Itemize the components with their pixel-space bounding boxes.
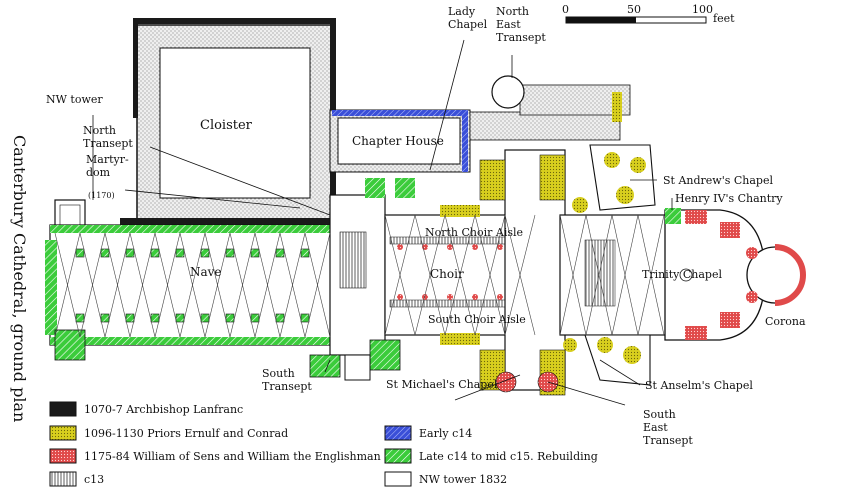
nave-pier — [175, 313, 185, 323]
leader-lines — [92, 39, 673, 406]
nave-pier — [200, 248, 210, 258]
nave-pier — [150, 248, 160, 258]
yellow-wall-north — [612, 92, 622, 122]
vault-rib — [204, 232, 231, 338]
vault-rib — [304, 232, 331, 338]
st-michaels-block — [369, 339, 401, 371]
legend-swatch-william — [49, 448, 77, 464]
vault-rib — [559, 214, 587, 336]
vault-rib — [504, 214, 536, 336]
vault-rib — [229, 232, 256, 338]
label-choir: Choir — [430, 267, 464, 281]
label-martyrdom-date: (1170) — [88, 191, 115, 200]
label-chapter-house: Chapter House — [352, 134, 444, 148]
label-south-choir-aisle: South Choir Aisle — [428, 313, 526, 326]
label-trinity-chapel: Trinity Chapel — [642, 268, 722, 281]
nave-pier — [75, 313, 85, 323]
vault-rib — [585, 214, 613, 336]
label-nave: Nave — [190, 265, 222, 279]
legend-text-late-c14: Late c14 to mid c15. Rebuilding — [419, 450, 598, 463]
scale-tick-0: 0 — [562, 3, 569, 16]
nave-pier — [125, 313, 135, 323]
corona — [746, 244, 807, 306]
vault-rib — [254, 232, 281, 338]
vault-rib — [414, 214, 446, 336]
legend-swatch-ernulf — [49, 425, 77, 441]
nave-pier — [300, 313, 310, 323]
vault-rib — [637, 214, 665, 336]
legend-text-c13: c13 — [84, 473, 104, 486]
label-nw-tower: NW tower — [46, 93, 103, 106]
vault-rib — [279, 232, 306, 338]
vault-rib — [129, 232, 156, 338]
nave-pier — [300, 248, 310, 258]
nave-pier — [125, 248, 135, 258]
nave-pier — [225, 313, 235, 323]
legend-swatch-nw-tower — [384, 471, 412, 487]
legend-text-ernulf: 1096-1130 Priors Ernulf and Conrad — [84, 427, 288, 440]
nave-pier — [200, 313, 210, 323]
vault-rib — [54, 232, 81, 338]
nave-pier — [275, 313, 285, 323]
nave-pier — [100, 313, 110, 323]
lady-chapel-apse — [491, 75, 525, 109]
scale-bar: 0 50 100 feet — [562, 3, 735, 25]
nave-pier — [275, 248, 285, 258]
vault-rib — [79, 232, 106, 338]
nave-pier — [150, 313, 160, 323]
vault-ribs — [54, 214, 665, 338]
south-transept-block — [309, 354, 341, 378]
legend-text-william: 1175-84 William of Sens and William the … — [84, 450, 381, 463]
legend-text-early-c14: Early c14 — [419, 427, 472, 440]
label-martyrdom: Martyr-dom — [86, 153, 129, 179]
north-passage — [469, 111, 621, 141]
nave-pier — [75, 248, 85, 258]
label-north-choir-aisle: North Choir Aisle — [425, 226, 523, 239]
label-st-andrews: St Andrew's Chapel — [663, 174, 773, 187]
nave-pier — [250, 313, 260, 323]
vault-rib — [104, 232, 131, 338]
vault-rib — [154, 232, 181, 338]
crossing — [309, 178, 415, 381]
legend-swatch-c13 — [49, 471, 77, 487]
vault-rib — [179, 232, 206, 338]
label-st-anselms: St Anselm's Chapel — [645, 379, 753, 392]
label-henry-iv: Henry IV's Chantry — [675, 192, 783, 205]
nave-pier — [100, 248, 110, 258]
vault-rib — [474, 214, 506, 336]
sw-tower — [54, 329, 86, 361]
vault-rib — [384, 214, 416, 336]
pulpitum — [339, 231, 367, 289]
st-anselms-chapel-shape — [584, 334, 651, 386]
nave-pier — [175, 248, 185, 258]
legend: 1070-7 Archbishop Lanfranc 1096-1130 Pri… — [49, 401, 598, 487]
legend-swatch-late-c14 — [384, 448, 412, 464]
plan-title: Canterbury Cathedral, ground plan — [10, 135, 29, 422]
legend-text-nw-tower: NW tower 1832 — [419, 473, 507, 486]
label-corona: Corona — [765, 315, 806, 328]
vault-rib — [611, 214, 639, 336]
label-st-michaels: St Michael's Chapel — [386, 378, 498, 391]
scale-tick-50: 50 — [627, 3, 641, 16]
scale-unit: feet — [713, 12, 735, 25]
scale-tick-100: 100 — [692, 3, 713, 16]
label-cloister: Cloister — [200, 118, 253, 133]
nave-pier — [250, 248, 260, 258]
legend-swatch-early-c14 — [384, 425, 412, 441]
nave-pier — [225, 248, 235, 258]
vault-rib — [444, 214, 476, 336]
henry-iv-chantry-shape — [665, 208, 681, 224]
chapter-house — [329, 109, 471, 173]
legend-text-lanfranc: 1070-7 Archbishop Lanfranc — [84, 403, 243, 416]
infirmary-cloister — [519, 84, 631, 116]
east-end — [479, 144, 671, 396]
legend-swatch-lanfranc — [49, 401, 77, 417]
